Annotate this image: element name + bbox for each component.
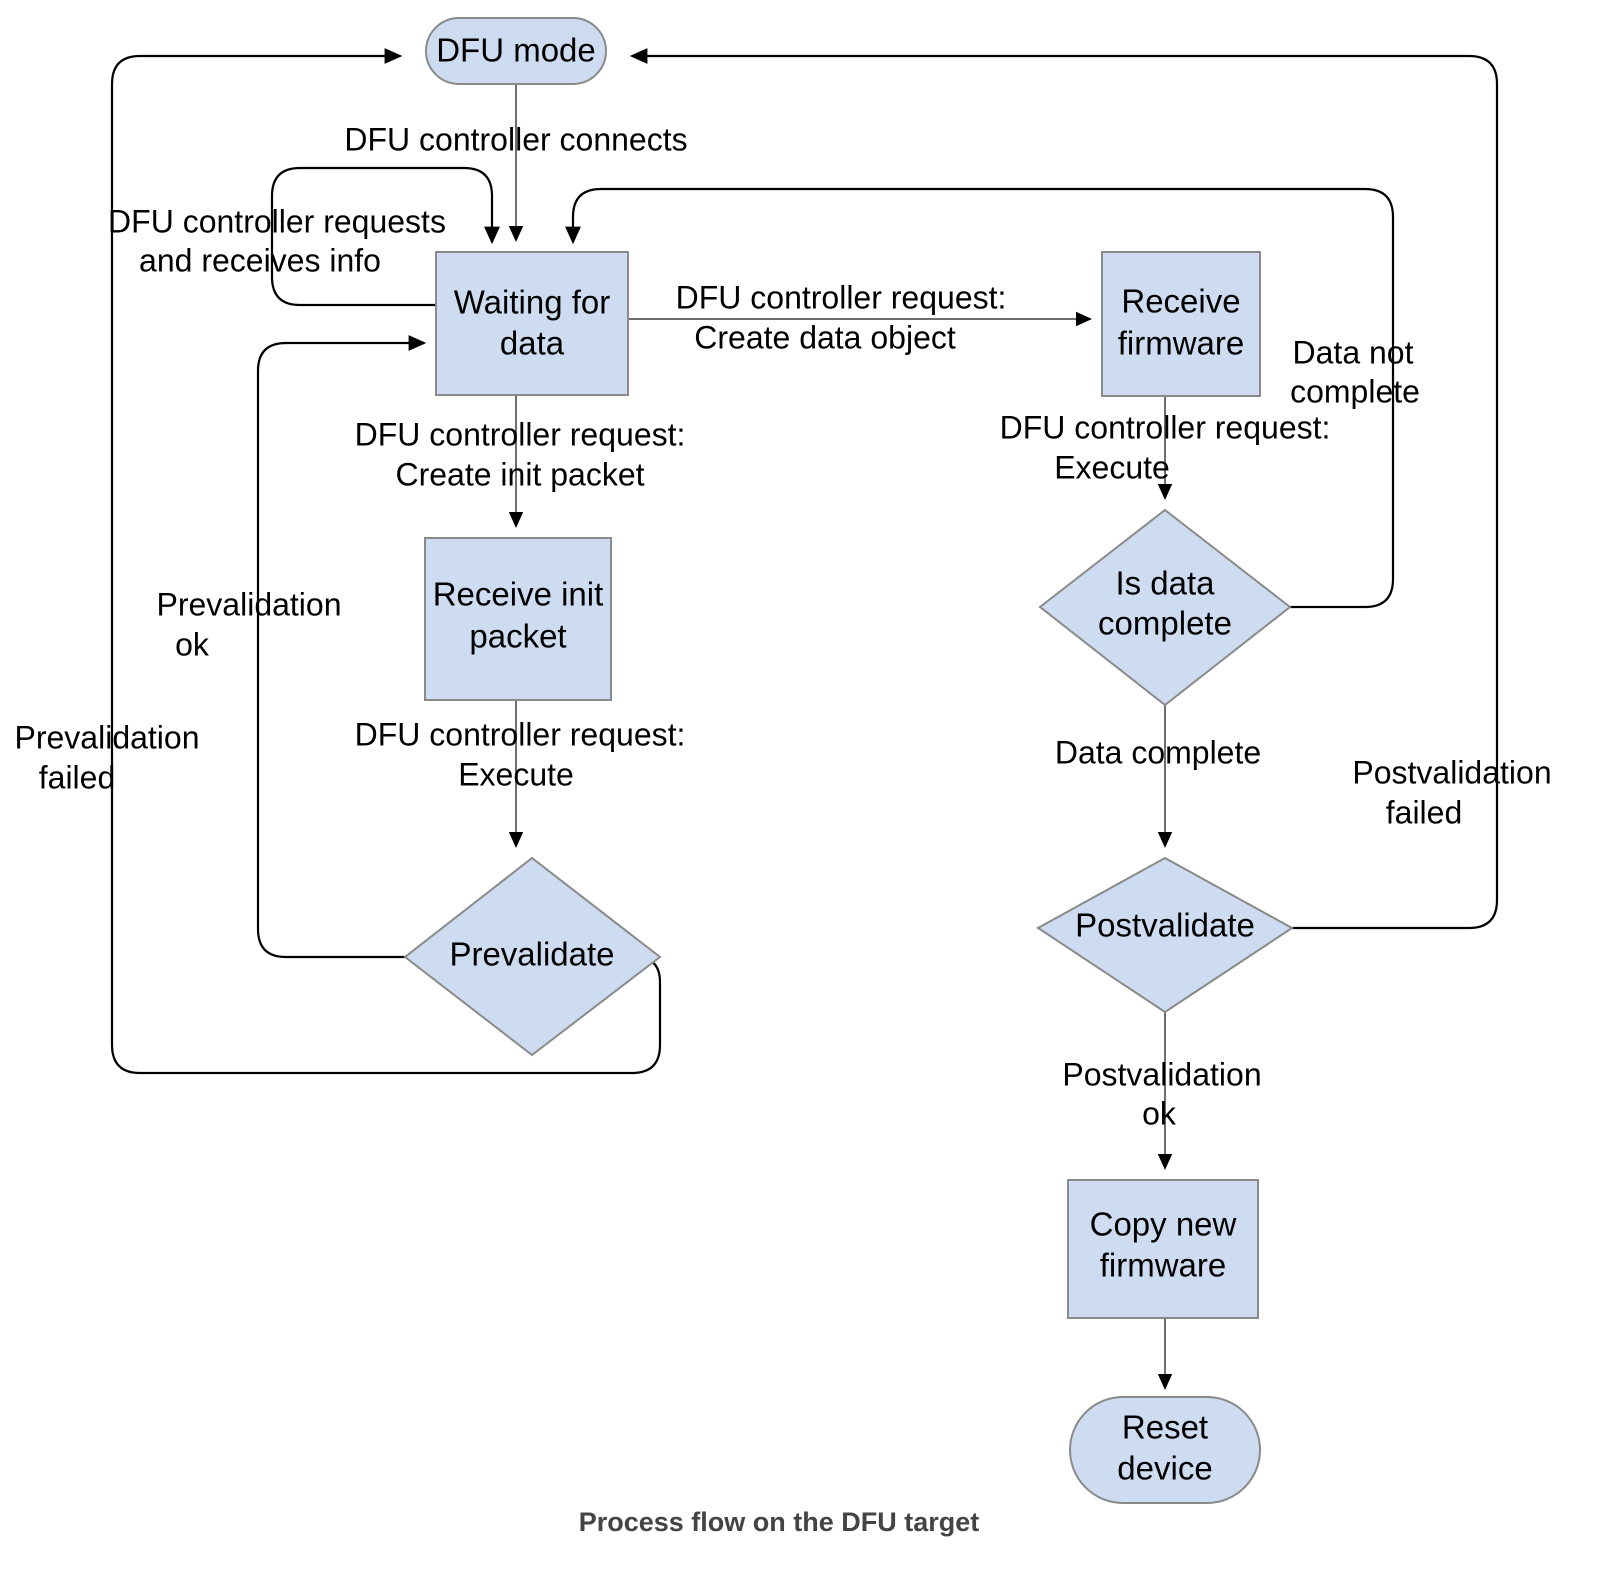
node-postvalidate[interactable]: Postvalidate [1036,856,1294,1014]
edge-label-prevalidation-failed-line2: failed [39,759,116,795]
node-copy-new-firmware[interactable]: Copy new firmware [1067,1179,1259,1319]
node-is-data-complete-label-line1: Is data [1115,565,1215,602]
node-postvalidate-shape [1036,856,1294,1014]
edge-label-create-init-packet: DFU controller request: Create init pack… [355,416,686,492]
edge-label-execute-init-line1: DFU controller request: [355,716,686,752]
edge-data-not-complete [565,187,1395,609]
edge-label-execute-data-line1: DFU controller request: [1000,409,1331,445]
edge-label-postvalidation-failed-line2: failed [1386,794,1463,830]
node-dfu-mode-label: DFU mode [436,32,596,69]
edge-label-prevalidation-ok: Prevalidation ok [157,586,342,662]
node-receive-init-packet-shape [424,537,612,701]
edge-prevalidation-ok [256,335,427,959]
node-copy-new-firmware-label-line2: firmware [1100,1247,1227,1284]
node-copy-new-firmware-label-line1: Copy new [1090,1206,1237,1243]
edge-waiting-self-loop [270,166,500,307]
edge-label-postvalidation-ok-line2: ok [1142,1095,1177,1131]
node-receive-firmware-shape [1101,251,1261,397]
node-reset-device-shape [1069,1396,1261,1504]
node-waiting-for-data-shape [435,251,629,396]
node-postvalidate-label: Postvalidate [1075,907,1255,944]
node-receive-firmware[interactable]: Receive firmware [1101,251,1261,397]
node-receive-firmware-label-line1: Receive [1121,283,1240,320]
edge-label-dfu-connects-text: DFU controller connects [344,121,687,157]
edge-label-postvalidation-failed: Postvalidation failed [1352,754,1551,830]
edge-label-self-loop-line2: and receives info [139,242,381,278]
edge-postvalidation-failed [629,48,1499,930]
edge-label-data-not-complete: Data not complete [1290,334,1420,409]
edge-label-create-data-object-line1: DFU controller request: [676,279,1007,315]
node-waiting-for-data-label-line1: Waiting for [454,284,611,321]
node-reset-device[interactable]: Reset device [1069,1396,1261,1504]
diagram-caption-text: Process flow on the DFU target [579,1507,980,1537]
node-receive-init-packet[interactable]: Receive init packet [424,537,612,701]
node-is-data-complete-shape [1038,508,1292,707]
edge-label-execute-data-line2: Execute [1054,449,1170,485]
node-reset-device-label-line2: device [1117,1450,1212,1487]
node-prevalidate-label: Prevalidate [449,936,614,973]
node-reset-device-label-line1: Reset [1122,1409,1208,1446]
edge-label-create-init-packet-line1: DFU controller request: [355,416,686,452]
edge-label-postvalidation-ok-line1: Postvalidation [1062,1056,1261,1092]
edge-label-create-data-object-line2: Create data object [694,319,956,355]
node-prevalidate-shape [403,856,662,1057]
node-receive-init-packet-label-line1: Receive init [433,576,604,613]
edge-label-data-not-complete-line2: complete [1290,373,1420,409]
edge-label-self-loop-line1: DFU controller requests [108,203,446,239]
edge-label-execute-init-line2: Execute [458,756,574,792]
node-dfu-mode[interactable]: DFU mode [425,17,607,85]
node-is-data-complete[interactable]: Is data complete [1038,508,1292,707]
edge-label-execute-init: DFU controller request: Execute [355,716,686,792]
edge-label-postvalidation-ok: Postvalidation ok [1062,1056,1261,1131]
node-receive-init-packet-label-line2: packet [469,618,566,655]
node-is-data-complete-label-line2: complete [1098,605,1232,642]
node-waiting-for-data[interactable]: Waiting for data [435,251,629,396]
edge-prevalidation-failed [110,48,662,1075]
edge-label-create-data-object: DFU controller request: Create data obje… [676,279,1007,355]
edge-label-postvalidation-failed-line1: Postvalidation [1352,754,1551,790]
node-waiting-for-data-label-line2: data [500,325,565,362]
node-dfu-mode-shape [425,17,607,85]
edge-label-prevalidation-ok-line1: Prevalidation [157,586,342,622]
edge-label-data-complete: Data complete [1055,734,1261,770]
node-prevalidate[interactable]: Prevalidate [403,856,662,1057]
edge-label-data-complete-text: Data complete [1055,734,1261,770]
edge-label-self-loop: DFU controller requests and receives inf… [108,203,446,278]
edge-label-data-not-complete-line1: Data not [1293,334,1414,370]
edge-label-prevalidation-failed: Prevalidation failed [15,719,200,795]
edge-label-prevalidation-ok-line2: ok [175,626,210,662]
edge-label-execute-data: DFU controller request: Execute [1000,409,1331,485]
edge-label-dfu-connects: DFU controller connects [344,121,687,157]
node-receive-firmware-label-line2: firmware [1118,325,1245,362]
diagram-caption: Process flow on the DFU target [579,1507,980,1537]
edge-label-prevalidation-failed-line1: Prevalidation [15,719,200,755]
edge-label-create-init-packet-line2: Create init packet [395,456,644,492]
node-copy-new-firmware-shape [1067,1179,1259,1319]
